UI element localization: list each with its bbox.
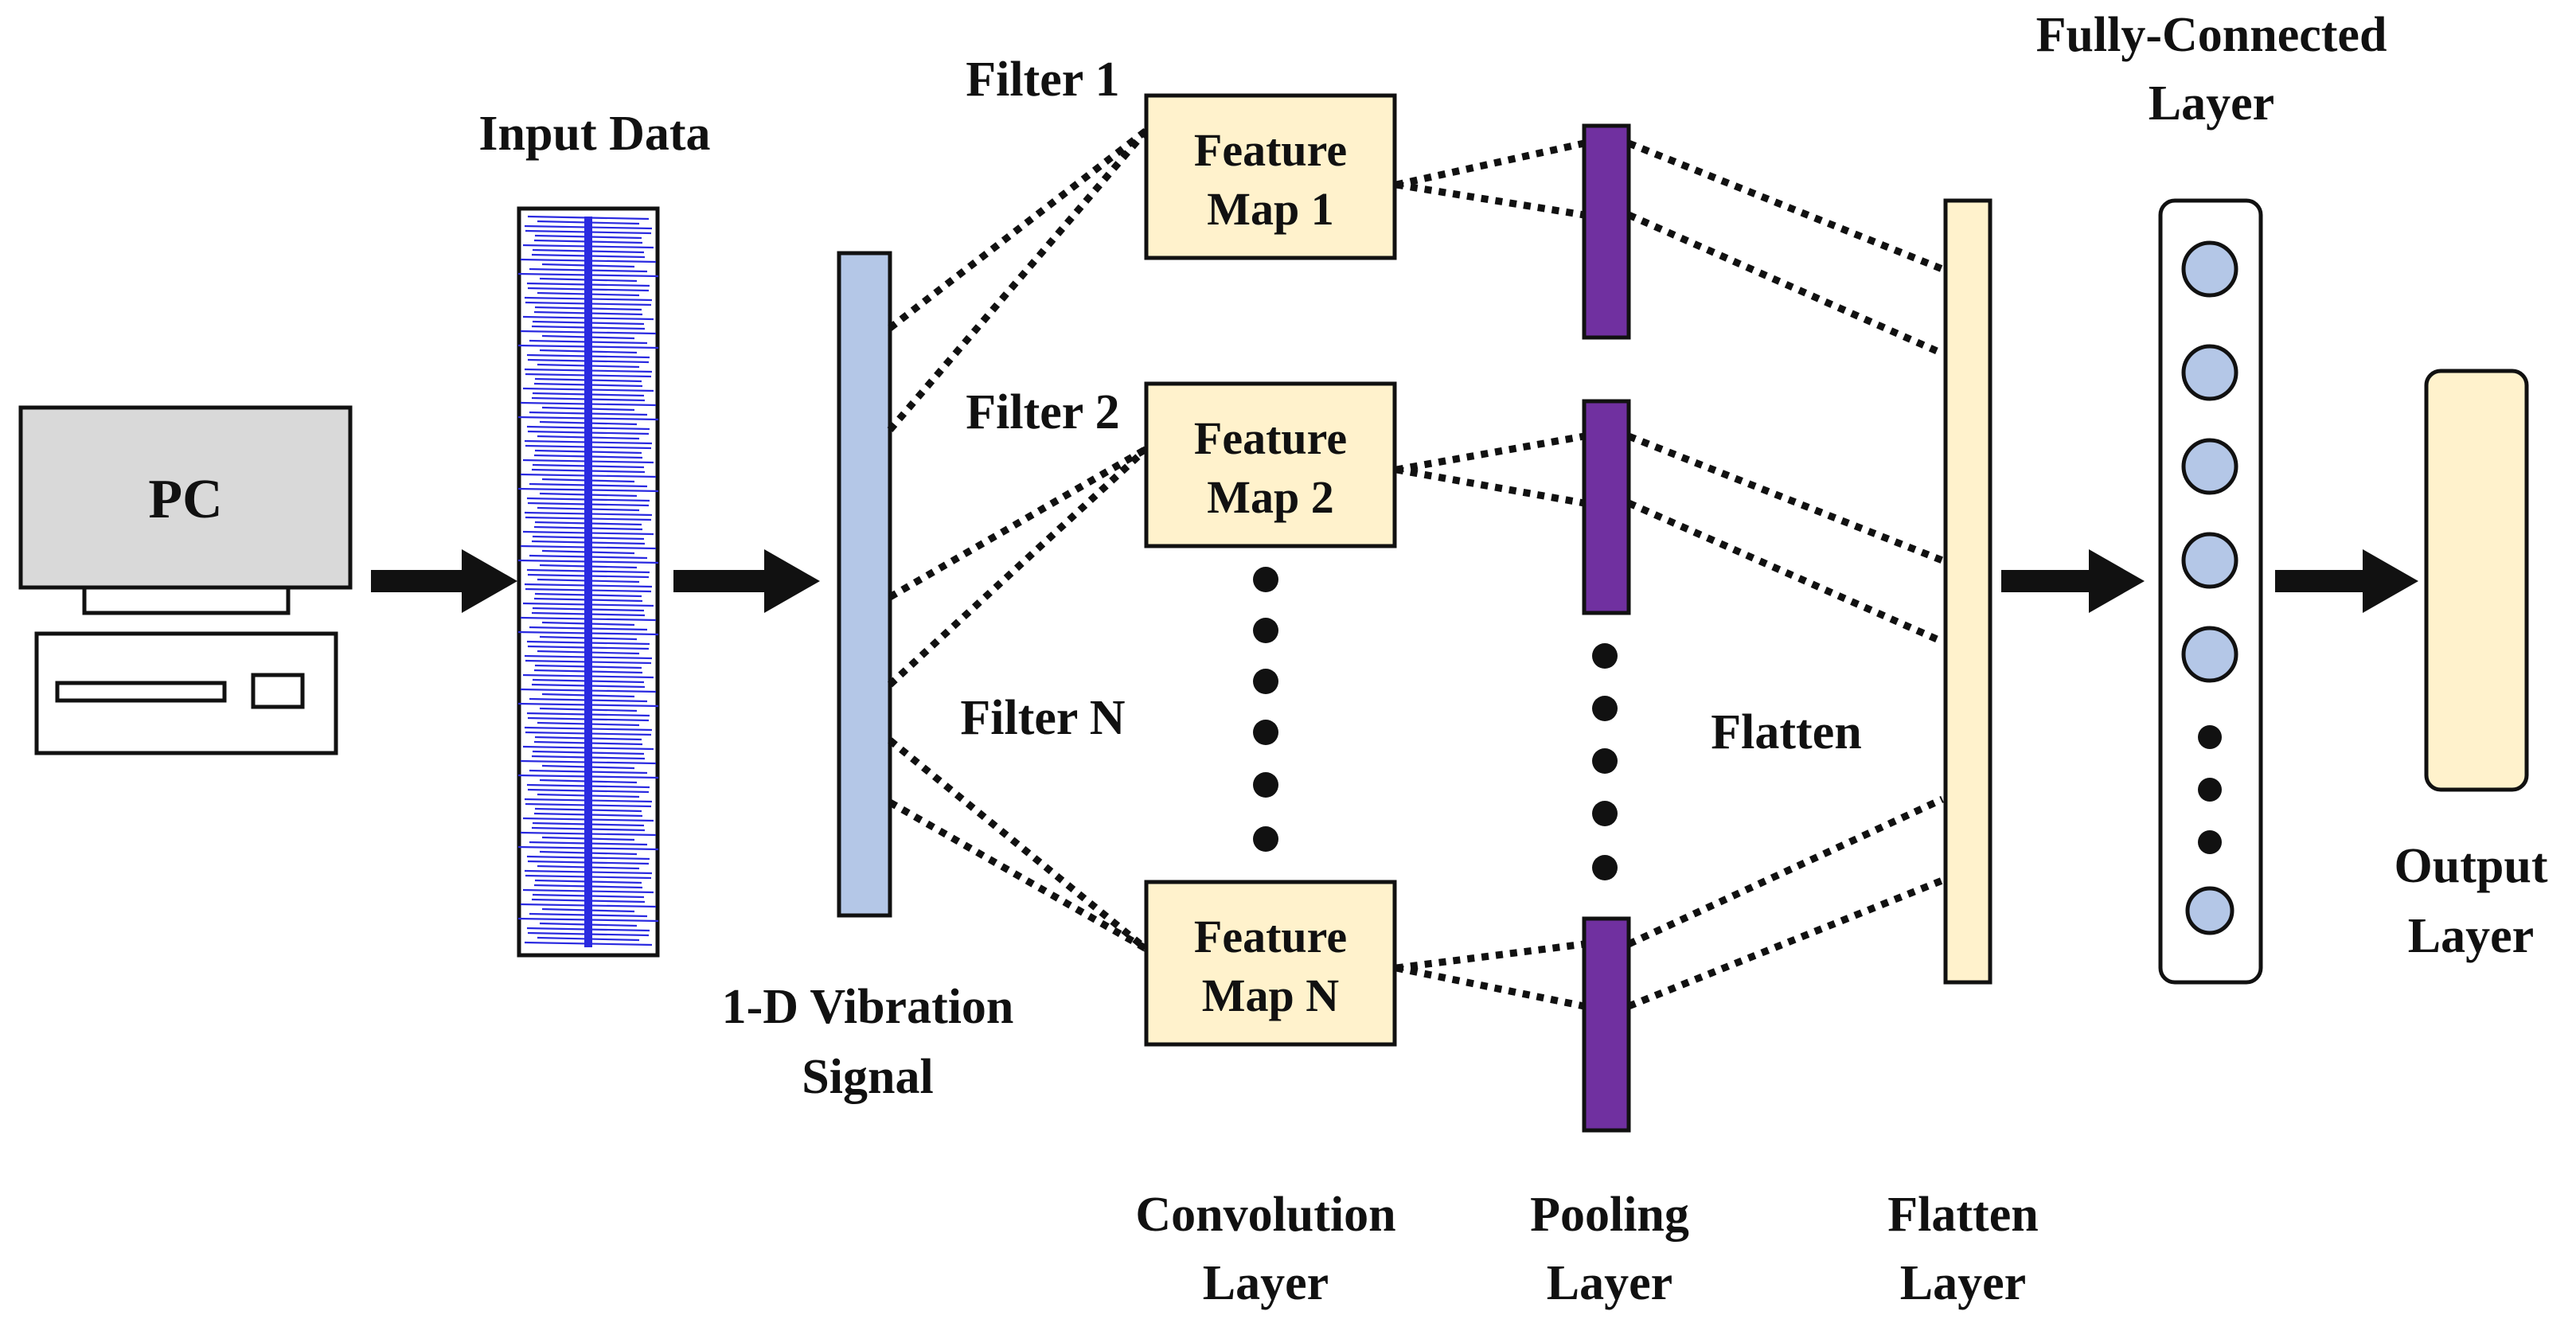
fully-connected-label-line2: Layer [2149, 76, 2274, 131]
fc-node-4 [2181, 532, 2238, 589]
flatten-layer-label-line1: Flatten [1887, 1188, 2038, 1242]
feature-map-2: Feature Map 2 [1144, 381, 1397, 548]
arrow-input-to-signal [673, 549, 820, 613]
conn-fm1-pool1-a [1395, 139, 1585, 189]
pooling-ellipsis [1592, 643, 1618, 880]
flatten-bar [1943, 198, 1992, 985]
flatten-label: Flatten [1711, 705, 1861, 759]
conn-pool2-flat-b [1627, 499, 1944, 646]
filter-2-label: Filter 2 [966, 385, 1119, 439]
output-label-line1: Output [2395, 839, 2548, 893]
conn-pool1-flat-b [1627, 211, 1944, 357]
fc-node-3 [2181, 438, 2238, 495]
conn-pool1-flat-a [1627, 139, 1944, 273]
output-label-line2: Layer [2408, 909, 2534, 963]
conn-fmn-pooln-b [1395, 964, 1585, 1010]
vibration-waveform [517, 215, 659, 947]
feature-map-2-line1: Feature [1194, 412, 1347, 464]
conn-signal-fmn-a [888, 737, 1149, 952]
conn-pooln-flat-b [1627, 876, 1944, 1010]
pc-computer-icon: PC [18, 405, 353, 755]
convolution-layer-label-line1: Convolution [1135, 1188, 1395, 1242]
fc-node-5 [2181, 626, 2238, 683]
feature-map-1-line2: Map 1 [1207, 183, 1334, 235]
flatten-layer-label-line2: Layer [1900, 1256, 2026, 1310]
conn-fmn-pooln-a [1395, 940, 1585, 972]
conn-pool2-flat-a [1627, 432, 1944, 564]
fully-connected-layer [2158, 198, 2263, 985]
output-layer-box [2424, 369, 2529, 792]
conn-fm2-pool2-a [1395, 432, 1585, 474]
fc-ellipsis [2198, 725, 2222, 854]
pc-drive-slot [55, 681, 227, 703]
pc-monitor-stand [82, 585, 291, 615]
feature-map-n: Feature Map N [1144, 880, 1397, 1047]
feature-map-1-line1: Feature [1194, 124, 1347, 176]
input-data-signal-image [517, 206, 660, 958]
feature-map-n-line2: Map N [1202, 970, 1340, 1021]
feature-map-ellipsis [1253, 567, 1278, 852]
pc-monitor [18, 405, 353, 590]
connections [887, 127, 1944, 1010]
signal-bar [837, 251, 892, 918]
signal-label-line2: Signal [802, 1050, 933, 1104]
conn-signal-fm1-a [888, 127, 1149, 331]
pooling-layer-label-line1: Pooling [1530, 1188, 1689, 1242]
conn-signal-fm2-a [888, 446, 1149, 600]
pooling-map-1 [1582, 123, 1631, 340]
conn-fm1-pool1-b [1395, 181, 1585, 219]
signal-label-line1: 1-D Vibration [722, 980, 1014, 1034]
fc-node-1 [2181, 240, 2238, 298]
arrow-flatten-to-fc [2001, 549, 2145, 613]
pooling-map-n [1582, 916, 1631, 1133]
input-data-title: Input Data [478, 107, 710, 161]
filter-1-label: Filter 1 [966, 53, 1119, 107]
arrow-fc-to-output [2275, 549, 2418, 613]
pc-button [251, 673, 305, 709]
conn-fm2-pool2-b [1395, 466, 1585, 507]
feature-map-1: Feature Map 1 [1144, 93, 1397, 260]
conn-pooln-flat-a [1627, 795, 1944, 948]
fc-node-last [2185, 886, 2234, 935]
pooling-map-2 [1582, 399, 1631, 615]
conn-signal-fmn-b [888, 799, 1149, 952]
arrows [371, 549, 2418, 613]
pc-label: PC [148, 469, 222, 530]
arrow-pc-to-input [371, 549, 517, 613]
filter-n-label: Filter N [960, 691, 1125, 745]
fc-node-2 [2181, 344, 2238, 401]
conn-signal-fm2-b [887, 446, 1149, 688]
feature-map-n-line1: Feature [1194, 911, 1347, 962]
pooling-layer-label-line2: Layer [1547, 1256, 1672, 1310]
convolution-layer-label-line2: Layer [1203, 1256, 1329, 1310]
feature-map-2-line2: Map 2 [1207, 471, 1334, 523]
fully-connected-label-line1: Fully-Connected [2036, 8, 2387, 62]
